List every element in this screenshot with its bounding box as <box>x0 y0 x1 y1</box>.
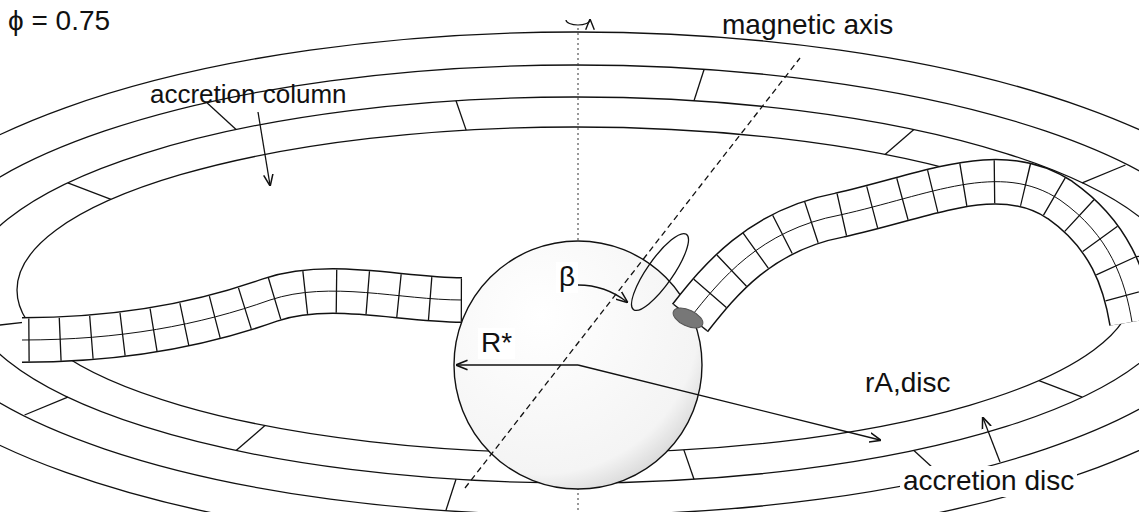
part-label: accretion disc <box>900 466 1077 497</box>
radius-label: R* <box>478 328 515 359</box>
part-label: accretion column <box>150 80 347 109</box>
accretion-column <box>22 291 462 340</box>
disc-tick <box>25 397 68 415</box>
disc-tick <box>236 426 265 451</box>
rotation-arrow <box>566 20 590 25</box>
disc-tick <box>1082 165 1125 183</box>
hot-spot <box>670 304 706 332</box>
axis-label: magnetic axis <box>722 10 893 41</box>
accretion-column <box>690 182 1132 322</box>
accretion-disc <box>0 32 1139 512</box>
disc-tick <box>68 183 111 200</box>
magnetic-axis <box>465 58 800 488</box>
radius-arrow <box>578 365 880 440</box>
leader-arrow <box>258 112 270 185</box>
radius-label: rA,disc <box>862 368 954 399</box>
disc-tick <box>446 479 456 510</box>
disc-tick <box>694 69 704 100</box>
disc-tick <box>885 130 914 155</box>
angle-arc <box>578 285 627 302</box>
phase-label: ϕ = 0.75 <box>8 6 110 37</box>
angle-label: β <box>556 262 578 293</box>
leader-arrow <box>983 418 1000 462</box>
disc-tick <box>1039 381 1082 398</box>
radius-arrow <box>457 364 578 365</box>
disc-tick <box>456 101 466 130</box>
disc-tick <box>684 450 694 479</box>
